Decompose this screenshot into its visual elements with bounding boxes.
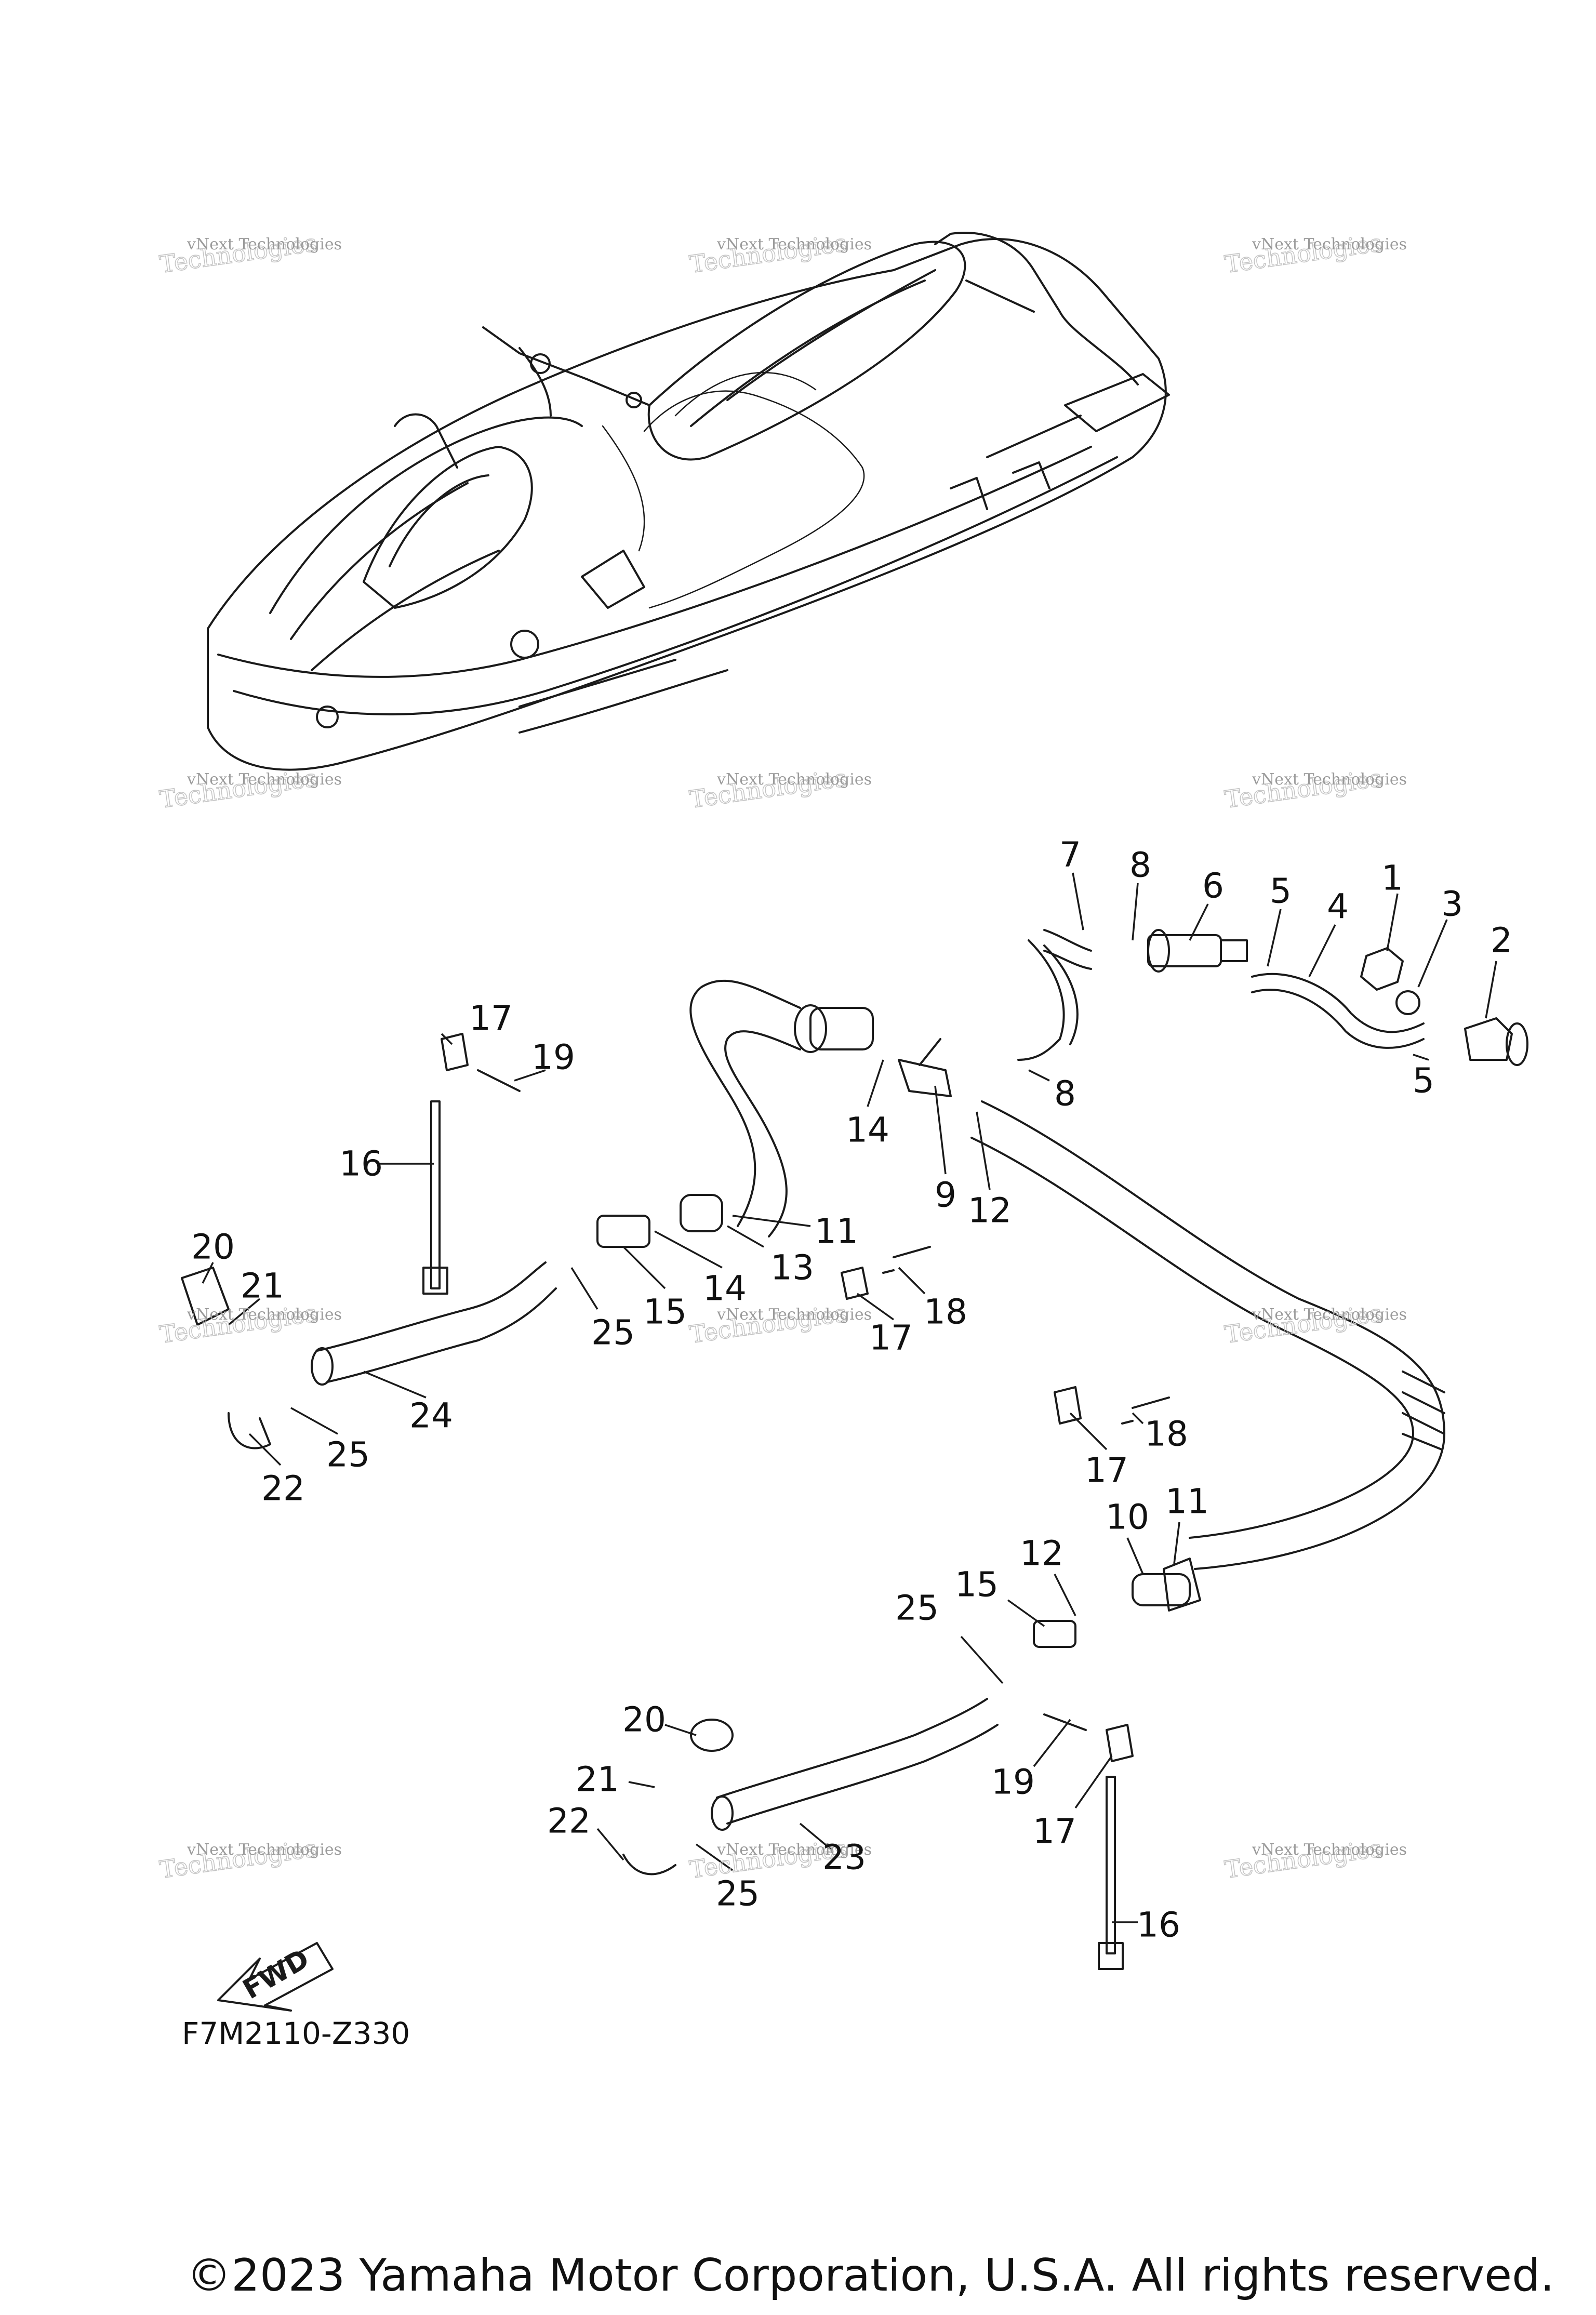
watermark-text: vNext Technologies: [1252, 1306, 1407, 1324]
watermark-text: vNext Technologies: [716, 235, 872, 254]
watermark-text: vNext Technologies: [1252, 770, 1407, 789]
callout-label[interactable]: 22: [547, 1801, 591, 1841]
callout-label[interactable]: 18: [1145, 1414, 1188, 1454]
watermark-text: vNext Technologies: [716, 1841, 872, 1859]
callout-label[interactable]: 11: [815, 1212, 858, 1252]
fwd-label: FWD: [238, 1943, 315, 2005]
hose-assembly: [181, 929, 1528, 1970]
callout-label[interactable]: 24: [409, 1396, 453, 1436]
callout-label[interactable]: 22: [261, 1469, 305, 1509]
callout-label[interactable]: 25: [591, 1313, 635, 1353]
callout-label[interactable]: 3: [1441, 884, 1463, 924]
callout-label[interactable]: 19: [991, 1762, 1035, 1802]
callout-label[interactable]: 16: [339, 1144, 383, 1184]
callout-label[interactable]: 12: [968, 1191, 1012, 1231]
watermark-text: vNext Technologies: [187, 770, 342, 789]
callout-label[interactable]: 7: [1059, 835, 1081, 875]
fwd-arrow-icon: FWD: [217, 1942, 334, 2012]
watermarks: Technologies vNext Technologies Technolo…: [157, 228, 1407, 1884]
watermark-text: vNext Technologies: [187, 1841, 342, 1859]
callout-numbers: 1 2 3 4 5 5 6 7 8 8 9 10 11 11 12 12 13 …: [191, 835, 1512, 1945]
callout-label[interactable]: 12: [1020, 1534, 1063, 1574]
callout-label[interactable]: 15: [955, 1565, 999, 1605]
callout-label[interactable]: 25: [895, 1588, 939, 1628]
callout-label[interactable]: 17: [1033, 1812, 1076, 1852]
callout-label[interactable]: 8: [1129, 845, 1151, 885]
callout-label[interactable]: 20: [191, 1227, 235, 1267]
watercraft-illustration: [207, 232, 1170, 771]
watermark-text: vNext Technologies: [716, 1306, 872, 1324]
callout-label[interactable]: 1: [1381, 858, 1403, 898]
watermark-text: vNext Technologies: [1252, 1841, 1407, 1859]
watermark-text: vNext Technologies: [716, 770, 872, 789]
callout-label[interactable]: 10: [1106, 1497, 1149, 1537]
callout-label[interactable]: 21: [576, 1760, 619, 1800]
callout-leaders: [202, 872, 1497, 1923]
figure-code: F7M2110-Z330: [182, 2016, 410, 2051]
callout-label[interactable]: 21: [241, 1266, 284, 1306]
callout-label[interactable]: 18: [924, 1292, 967, 1332]
copyright-notice: ©2023 Yamaha Motor Corporation, U.S.A. A…: [187, 2250, 1554, 2301]
callout-label[interactable]: 5: [1413, 1061, 1434, 1101]
callout-label[interactable]: 23: [822, 1838, 866, 1878]
callout-label[interactable]: 14: [846, 1110, 889, 1150]
callout-label[interactable]: 9: [935, 1175, 956, 1215]
callout-label[interactable]: 16: [1137, 1905, 1180, 1945]
callout-label[interactable]: 6: [1202, 866, 1224, 906]
callout-label[interactable]: 5: [1270, 871, 1292, 911]
callout-label[interactable]: 13: [770, 1248, 814, 1288]
watermark-text: vNext Technologies: [187, 1306, 342, 1324]
callout-label[interactable]: 2: [1491, 921, 1512, 961]
callout-label[interactable]: 4: [1327, 887, 1349, 927]
callout-label[interactable]: 20: [622, 1700, 666, 1740]
callout-label[interactable]: 11: [1165, 1482, 1209, 1522]
callout-label[interactable]: 17: [469, 999, 513, 1039]
callout-label[interactable]: 25: [326, 1435, 370, 1475]
callout-label[interactable]: 25: [716, 1874, 760, 1914]
callout-label[interactable]: 8: [1054, 1074, 1076, 1114]
callout-label[interactable]: 17: [1085, 1451, 1128, 1491]
callout-label[interactable]: 17: [869, 1318, 913, 1358]
watermark-text: vNext Technologies: [1252, 235, 1407, 254]
callout-label[interactable]: 15: [643, 1292, 687, 1332]
valve-body: [1147, 934, 1222, 967]
callout-label[interactable]: 19: [531, 1037, 575, 1077]
callout-label[interactable]: 14: [703, 1269, 747, 1309]
watermark-text: vNext Technologies: [187, 235, 342, 254]
